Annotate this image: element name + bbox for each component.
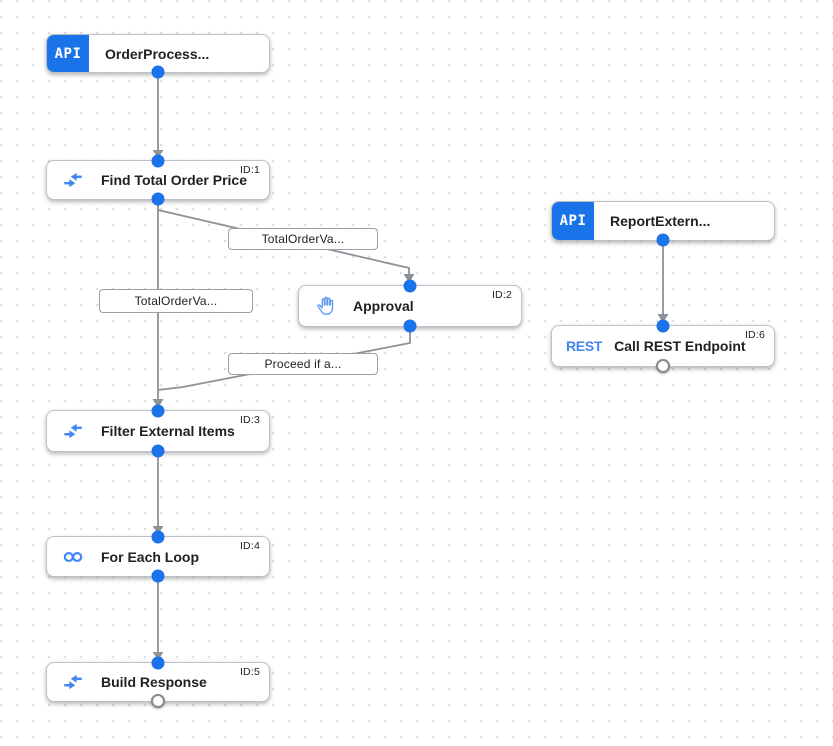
output-port[interactable] — [151, 65, 165, 79]
node-trigger-orderprocess[interactable]: API OrderProcess... — [46, 34, 270, 79]
infinity-icon — [61, 545, 85, 569]
output-port[interactable] — [151, 192, 165, 206]
api-trigger-badge: API — [552, 202, 594, 240]
output-port[interactable] — [151, 444, 165, 458]
output-port[interactable] — [151, 569, 165, 583]
task-title: For Each Loop — [101, 548, 199, 565]
api-trigger-badge: API — [47, 35, 89, 72]
input-port[interactable] — [151, 530, 165, 544]
output-port[interactable] — [403, 319, 417, 333]
data-mapping-icon — [61, 670, 85, 694]
task-title: Call REST Endpoint — [614, 338, 746, 354]
node-filter-external-items[interactable]: ID:3 Filter External Items — [46, 404, 270, 458]
edge-label-proceed-condition[interactable]: Proceed if a... — [228, 353, 378, 375]
task-id-label: ID:4 — [239, 540, 260, 552]
data-mapping-icon — [61, 419, 85, 443]
input-port[interactable] — [656, 319, 670, 333]
open-output-port[interactable] — [151, 694, 165, 708]
data-mapping-icon — [61, 168, 85, 192]
arrowhead-icon — [403, 274, 415, 283]
task-title: Build Response — [101, 674, 207, 690]
task-id-label: ID:6 — [744, 329, 765, 341]
arrowhead-icon — [152, 526, 164, 534]
node-trigger-reportextern[interactable]: API ReportExtern... — [551, 201, 775, 247]
task-title: Approval — [353, 298, 414, 314]
task-title: Filter External Items — [101, 423, 235, 439]
trigger-title: OrderProcess... — [105, 45, 210, 62]
arrowhead-icon — [152, 399, 164, 408]
input-port[interactable] — [403, 279, 417, 293]
hand-icon — [313, 294, 337, 318]
node-approval[interactable]: ID:2 Approval — [298, 279, 522, 333]
node-find-total-order-price[interactable]: ID:1 Find Total Order Price — [46, 154, 270, 206]
arrowhead-icon — [657, 314, 669, 323]
trigger-title: ReportExtern... — [610, 213, 711, 229]
node-for-each-loop[interactable]: ID:4 For Each Loop — [46, 530, 270, 583]
task-title: Find Total Order Price — [101, 172, 247, 188]
rest-icon: REST — [566, 338, 603, 354]
input-port[interactable] — [151, 656, 165, 670]
output-port[interactable] — [656, 233, 670, 247]
node-build-response[interactable]: ID:5 Build Response — [46, 656, 270, 708]
arrowhead-icon — [152, 652, 164, 660]
node-call-rest-endpoint[interactable]: ID:6 REST Call REST Endpoint — [551, 319, 775, 373]
edge-label-totalorder-approval[interactable]: TotalOrderVa... — [228, 228, 378, 250]
edge-label-totalorder-filter[interactable]: TotalOrderVa... — [99, 289, 253, 313]
task-id-label: ID:3 — [239, 414, 260, 426]
task-id-label: ID:1 — [239, 164, 260, 176]
task-id-label: ID:2 — [491, 289, 512, 301]
task-id-label: ID:5 — [239, 666, 260, 678]
input-port[interactable] — [151, 404, 165, 418]
arrowhead-icon — [152, 150, 164, 158]
input-port[interactable] — [151, 154, 165, 168]
open-output-port[interactable] — [656, 359, 670, 373]
